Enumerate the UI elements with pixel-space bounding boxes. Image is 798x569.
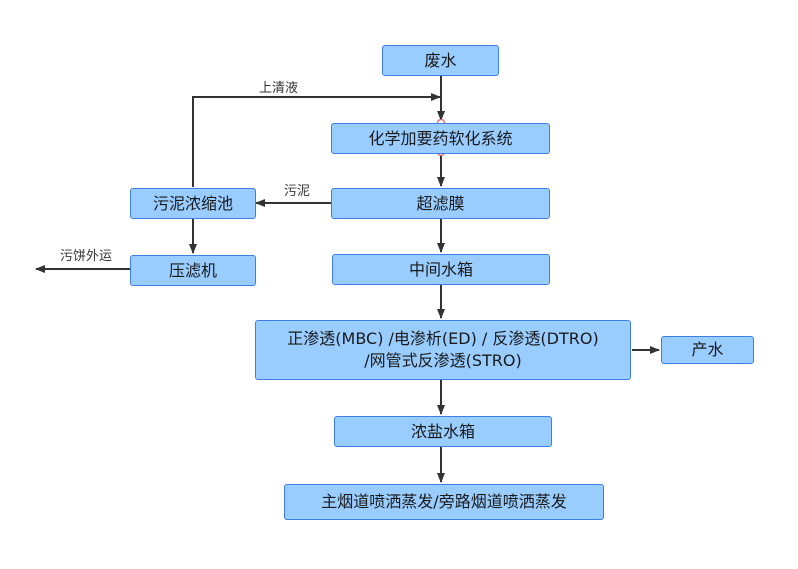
- membrane-line-2: /网管式反渗透(STRO): [364, 351, 522, 370]
- node-product-water[interactable]: 产水: [661, 336, 754, 364]
- membrane-line-1: 正渗透(MBC) /电渗析(ED) / 反渗透(DTRO): [287, 329, 599, 348]
- node-membrane-treatment[interactable]: 正渗透(MBC) /电渗析(ED) / 反渗透(DTRO) /网管式反渗透(ST…: [255, 320, 631, 380]
- label-sludge: 污泥: [284, 184, 311, 199]
- node-wastewater[interactable]: 废水: [382, 45, 499, 76]
- label-supernatant: 上清液: [259, 81, 299, 96]
- node-middle-water-tank[interactable]: 中间水箱: [332, 254, 550, 285]
- node-chemical-softening-system[interactable]: 化学加要药软化系统: [331, 123, 550, 154]
- label-cake-transport-out: 污饼外运: [60, 249, 113, 264]
- node-flue-spray-evaporation[interactable]: 主烟道喷洒蒸发/旁路烟道喷洒蒸发: [284, 484, 604, 520]
- node-ultrafiltration-membrane[interactable]: 超滤膜: [331, 188, 550, 219]
- node-sludge-thickener[interactable]: 污泥浓缩池: [130, 188, 256, 219]
- node-brine-tank[interactable]: 浓盐水箱: [334, 416, 552, 447]
- node-filter-press[interactable]: 压滤机: [130, 255, 256, 286]
